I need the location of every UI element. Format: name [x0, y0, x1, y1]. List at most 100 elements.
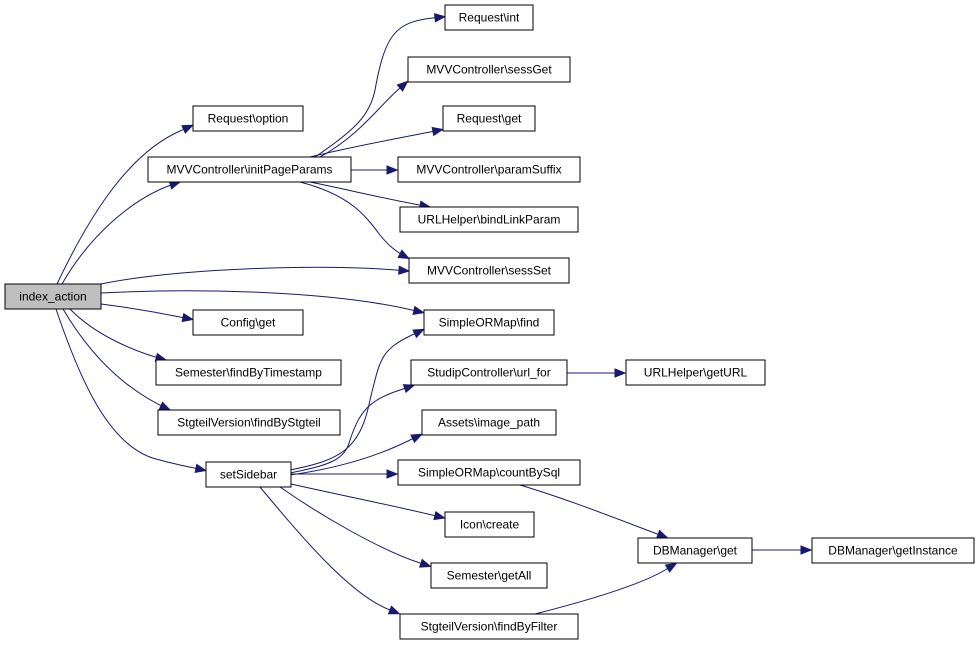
- node-box: [155, 359, 342, 386]
- node-label: StgteilVersion\findByStgteil: [177, 416, 320, 430]
- arrowhead: [664, 562, 678, 573]
- node-label: MVVController\paramSuffix: [416, 163, 561, 177]
- node-semester-getAll[interactable]: Semester\getAll: [430, 562, 548, 589]
- edge-setSidebar-to-assets_image_path: [289, 433, 423, 476]
- arrowhead: [402, 384, 416, 394]
- edge-mvv_initPageParams-to-request_get: [309, 126, 445, 158]
- node-mvv-sessGet[interactable]: MVVController\sessGet: [407, 56, 571, 83]
- node-label: index_action: [19, 290, 86, 304]
- edge-sorm_countBySql-to-dbmanager_get: [519, 484, 669, 539]
- edge-line: [314, 17, 434, 158]
- node-label: Config\get: [221, 316, 276, 330]
- node-sorm-countBySql[interactable]: SimpleORMap\countBySql: [397, 459, 581, 486]
- edge-stgteil_findByFilter-to-dbmanager_get: [534, 562, 678, 615]
- node-dbmanager-get[interactable]: DBManager\get: [637, 537, 753, 564]
- edge-line: [259, 486, 391, 611]
- node-box: [407, 56, 571, 83]
- arrowhead: [386, 469, 399, 479]
- node-config-get[interactable]: Config\get: [192, 309, 304, 336]
- edge-studip_url_for-to-urlhelper_getURL: [567, 368, 627, 378]
- edge-line: [69, 308, 167, 361]
- node-icon-create[interactable]: Icon\create: [444, 511, 535, 538]
- edge-index_action-to-mvv_initPageParams: [61, 180, 182, 285]
- node-box: [421, 409, 557, 436]
- node-box: [444, 4, 534, 31]
- arrowhead: [655, 529, 669, 539]
- node-dbmanager-getInstance[interactable]: DBManager\getInstance: [811, 537, 975, 564]
- node-box: [625, 359, 766, 386]
- node-box: [811, 537, 975, 564]
- arrowhead: [433, 510, 446, 521]
- edge-line: [299, 181, 409, 259]
- node-box: [423, 309, 555, 336]
- node-semester-findByTimestamp[interactable]: Semester\findByTimestamp: [155, 359, 342, 386]
- node-request-int[interactable]: Request\int: [444, 4, 534, 31]
- edge-line: [309, 131, 431, 158]
- edge-line: [56, 130, 181, 285]
- edge-line-tail: [429, 130, 434, 133]
- node-mvv-initPageParams[interactable]: MVVController\initPageParams: [147, 156, 352, 183]
- node-setSidebar[interactable]: setSidebar: [205, 461, 292, 488]
- node-label: Semester\getAll: [447, 569, 532, 583]
- node-label: MVVController\initPageParams: [166, 163, 332, 177]
- arrowhead: [194, 463, 208, 473]
- edge-mvv_initPageParams-to-mvv_sessSet: [299, 181, 411, 260]
- node-box: [157, 409, 341, 436]
- node-studip-url-for[interactable]: StudipController\url_for: [410, 359, 568, 386]
- arrowhead: [386, 165, 399, 175]
- node-stgteil-findByStgteil[interactable]: StgteilVersion\findByStgteil: [157, 409, 341, 436]
- node-request-option[interactable]: Request\option: [192, 105, 304, 132]
- edge-line: [62, 308, 171, 411]
- edge-line: [519, 484, 661, 536]
- node-label: StgteilVersion\findByFilter: [421, 620, 558, 634]
- node-label: Semester\findByTimestamp: [175, 366, 322, 380]
- edge-mvv_initPageParams-to-mvv_paramSuffix: [351, 165, 399, 175]
- node-label: Icon\create: [460, 518, 520, 532]
- edge-index_action-to-mvv_sessSet: [100, 265, 411, 285]
- edge-line: [61, 181, 181, 285]
- node-box: [399, 613, 579, 640]
- node-label: Request\int: [459, 11, 520, 25]
- arrowhead: [431, 126, 445, 137]
- arrowhead: [412, 328, 425, 339]
- node-label: setSidebar: [220, 468, 277, 482]
- edge-line: [289, 334, 413, 471]
- node-label: Request\get: [457, 112, 522, 126]
- nodes-layer: index_actionRequest\optionMVVController\…: [4, 4, 975, 640]
- node-label: StudipController\url_for: [427, 366, 550, 380]
- edge-line: [290, 483, 433, 516]
- arrowhead: [397, 249, 411, 260]
- node-label: SimpleORMap\find: [439, 316, 540, 330]
- edge-line: [289, 389, 401, 474]
- edge-line: [55, 308, 195, 469]
- node-index-action[interactable]: index_action: [4, 283, 102, 310]
- node-box: [399, 206, 579, 233]
- node-request-get[interactable]: Request\get: [442, 105, 536, 132]
- arrowhead: [396, 80, 409, 92]
- node-label: URLHelper\bindLinkParam: [418, 213, 561, 227]
- edge-index_action-to-request_option: [56, 124, 194, 285]
- node-label: Request\option: [208, 112, 289, 126]
- arrowhead: [181, 124, 194, 134]
- edge-index_action-to-setSidebar: [55, 308, 208, 473]
- node-assets-image-path[interactable]: Assets\image_path: [421, 409, 557, 436]
- node-urlhelper-getURL[interactable]: URLHelper\getURL: [625, 359, 766, 386]
- node-sorm-find[interactable]: SimpleORMap\find: [423, 309, 555, 336]
- node-box: [397, 459, 581, 486]
- node-box: [192, 105, 304, 132]
- edge-line: [309, 181, 431, 208]
- arrowhead: [412, 305, 426, 315]
- node-stgteil-findByFilter[interactable]: StgteilVersion\findByFilter: [399, 613, 579, 640]
- edges-layer: [55, 13, 813, 615]
- node-label: SimpleORMap\countBySql: [418, 466, 560, 480]
- node-label: MVVController\sessGet: [426, 63, 552, 77]
- node-mvv-paramSuffix[interactable]: MVVController\paramSuffix: [397, 156, 581, 183]
- node-mvv-sessSet[interactable]: MVVController\sessSet: [408, 257, 570, 284]
- node-label: MVVController\sessSet: [427, 264, 552, 278]
- node-label: DBManager\getInstance: [828, 544, 958, 558]
- node-urlhelper-bindLinkParam[interactable]: URLHelper\bindLinkParam: [399, 206, 579, 233]
- edge-line: [100, 303, 181, 318]
- node-box: [442, 105, 536, 132]
- arrowhead: [387, 605, 401, 615]
- edge-index_action-to-config_get: [100, 303, 195, 323]
